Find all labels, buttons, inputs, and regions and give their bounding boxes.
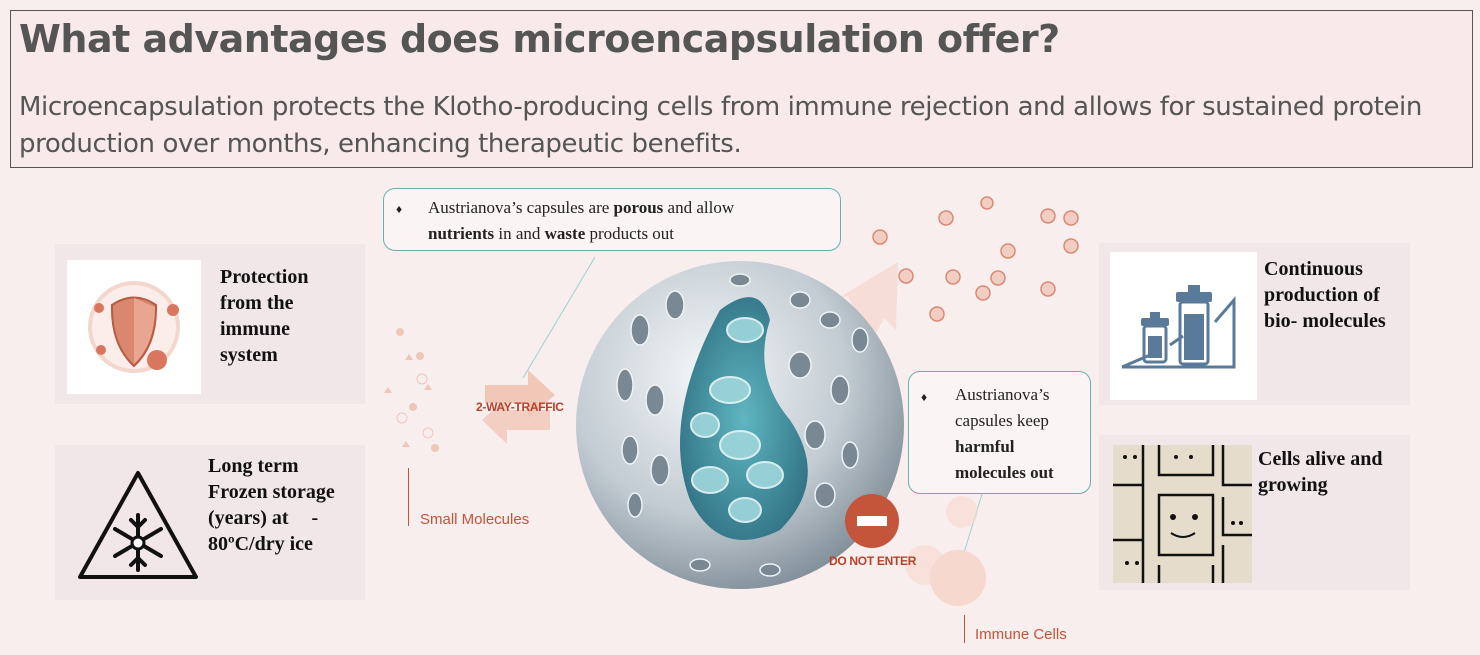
header-box: What advantages does microencapsulation … [10,10,1473,168]
t1: Austrianova’s capsules keep [955,385,1050,430]
t3: in and [494,224,545,243]
storage-text-line1: Long term Frozen storage (years) at [208,455,335,529]
small-molecules-pointer [408,468,409,526]
b1: porous [613,198,664,217]
b1: harmful molecules out [955,437,1054,482]
callout-harmful-text: Austrianova’s capsules keep harmful mole… [955,382,1085,486]
page-title: What advantages does microencapsulation … [19,17,1060,61]
do-not-enter-label: DO NOT ENTER [829,554,917,568]
snowflake-warning-icon [78,471,198,579]
arrow-out [835,262,898,345]
production-text: Continuous production of bio- molecules [1264,258,1386,332]
t4: products out [585,224,675,243]
immune-cells-pointer [964,615,965,643]
cell-faces-icon [1113,445,1252,583]
storage-text-line2: 80ºC/dry ice [208,533,313,555]
callout-porous: ♦ Austrianova’s capsules are porous and … [383,188,841,251]
t1: Austrianova’s capsules are [428,198,614,217]
storage-text: Long term Frozen storage (years) at - 80… [208,453,363,557]
card-storage: Long term Frozen storage (years) at - 80… [55,445,365,600]
t2: and allow [663,198,735,217]
bullet-icon: ♦ [921,390,928,404]
small-molecules-label: Small Molecules [420,511,530,528]
card-protection: Protection from the immune system [55,244,365,404]
card-cells: Cells alive and growing [1099,435,1410,590]
callout-harmful: ♦ Austrianova’s capsules keep harmful mo… [908,371,1091,494]
protection-text: Protection from the immune system [220,266,309,366]
b3: waste [544,224,586,243]
callout-porous-text: Austrianova’s capsules are porous and al… [428,195,828,247]
cells-text: Cells alive and growing [1258,448,1383,496]
immune-cells-label: Immune Cells [975,626,1067,643]
page-subtitle: Microencapsulation protects the Klotho-p… [19,92,1422,159]
b2: nutrients [428,224,495,243]
storage-text-dash: - [311,507,319,529]
arrow-in-right [485,370,555,418]
card-production: Continuous production of bio- molecules [1099,243,1410,405]
two-way-traffic-label: 2-WAY-TRAFFIC [476,400,564,414]
arrow-in-left [482,397,550,444]
bullet-icon: ♦ [396,202,403,216]
shield-icon [67,260,201,394]
bottles-icon [1110,252,1257,400]
